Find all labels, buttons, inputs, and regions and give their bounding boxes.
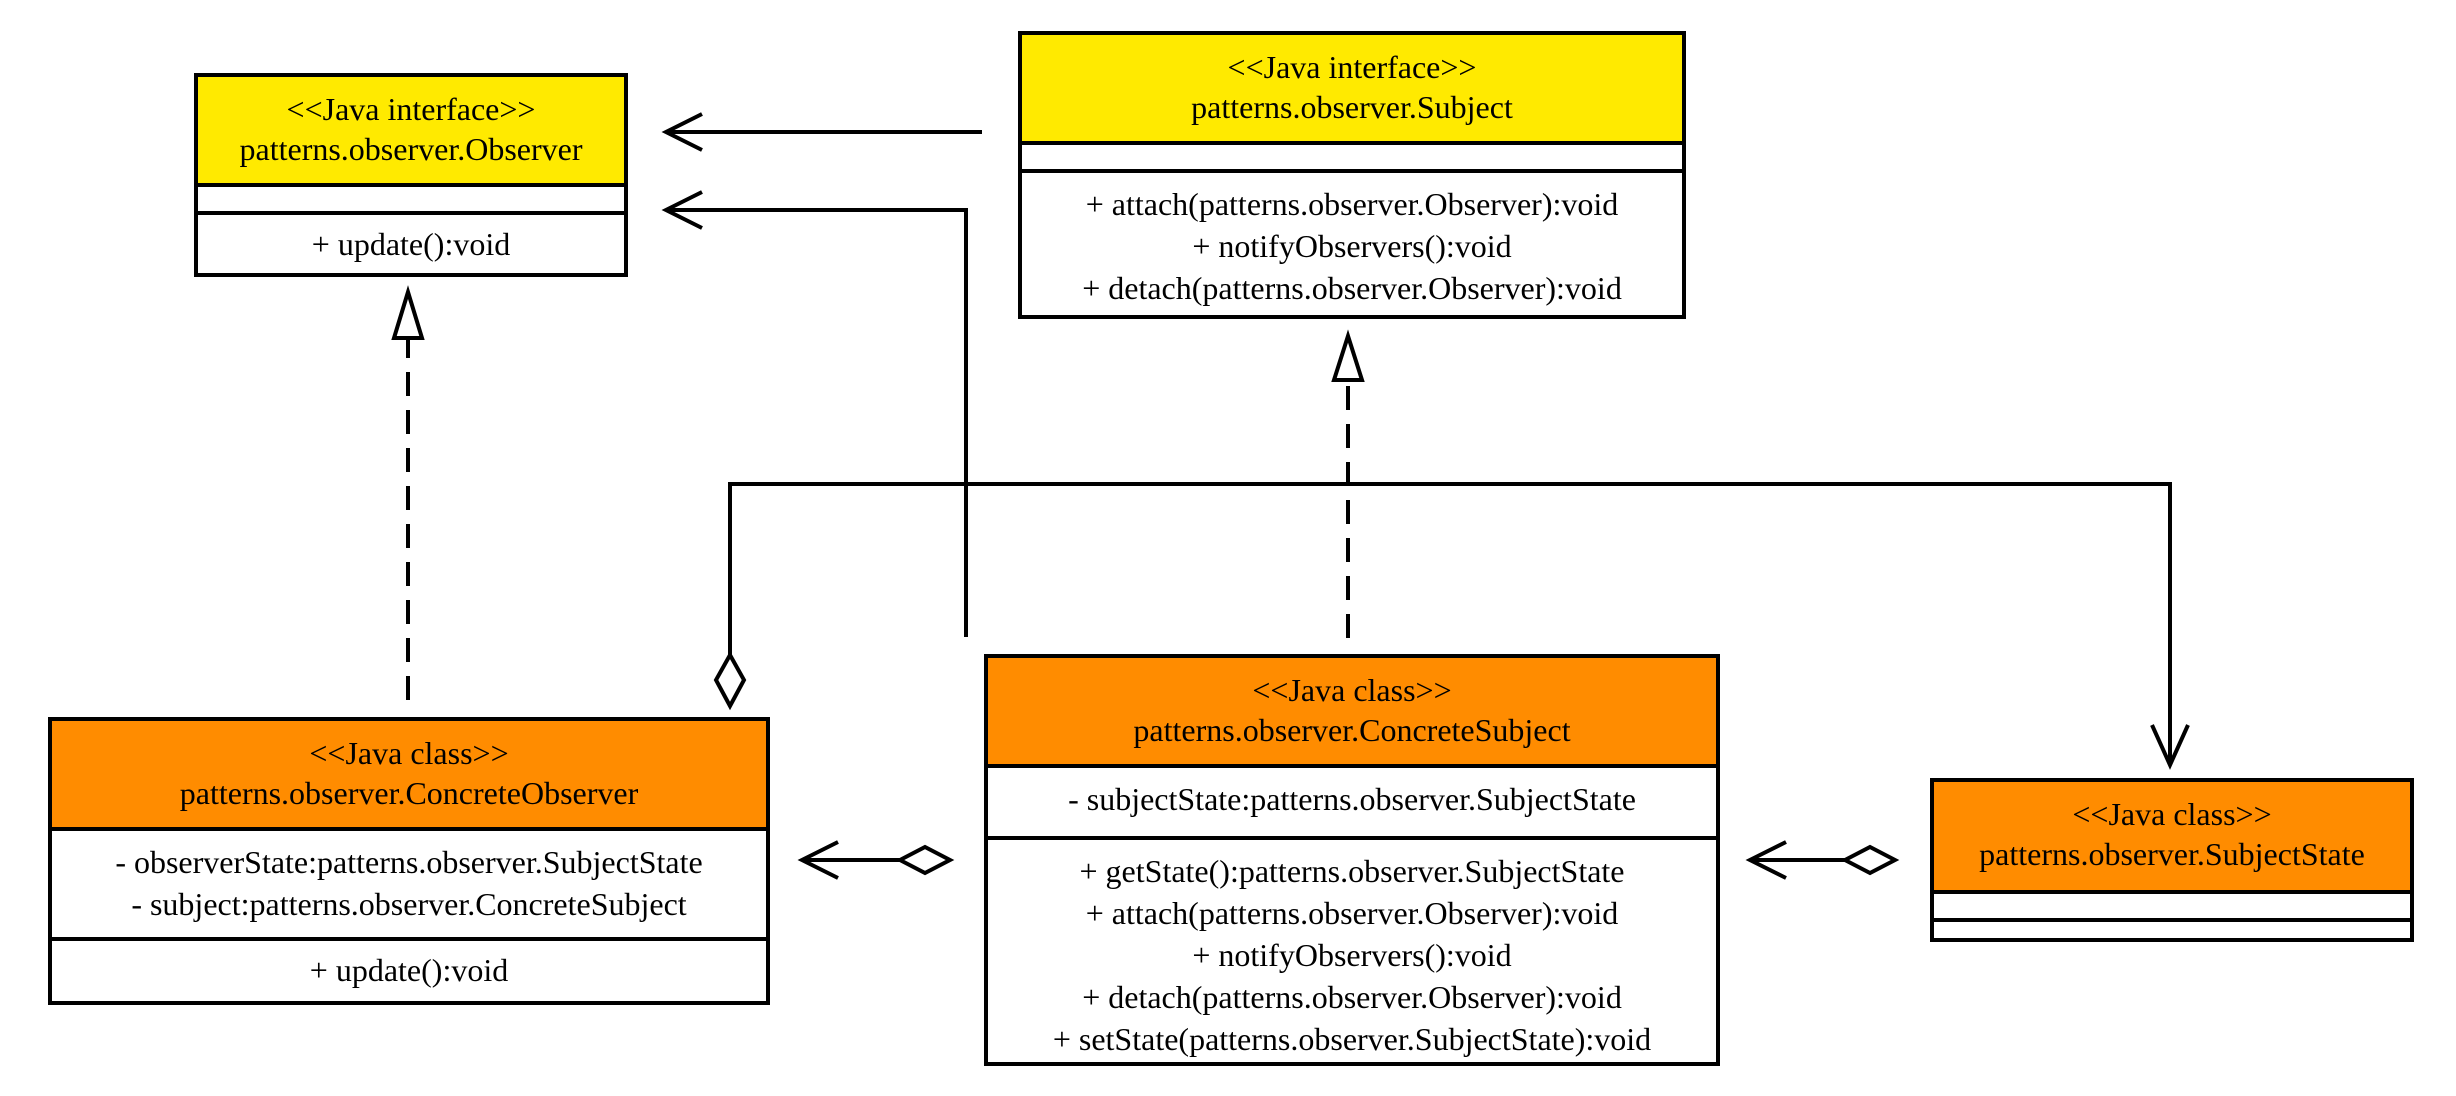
stereotype-label: <<Java interface>> [1227,49,1477,85]
class-name: patterns.observer.SubjectState [1979,836,2365,872]
method-attach: + attach(patterns.observer.Observer):voi… [1085,895,1619,931]
method-detach: + detach(patterns.observer.Observer):voi… [1082,270,1622,306]
method-set-state: + setState(patterns.observer.SubjectStat… [1052,1021,1652,1057]
methods-section: + attach(patterns.observer.Observer):voi… [1022,169,1682,309]
stereotype-label: <<Java class>> [1252,672,1452,708]
concrete-observer-header: <<Java class>> patterns.observer.Concret… [52,721,766,831]
stereotype-label: <<Java class>> [2072,796,2272,832]
observer-subjectstate-aggregation [713,482,2190,770]
subject-state-class-box[interactable]: <<Java class>> patterns.observer.Subject… [1930,778,2414,942]
stereotype-label: <<Java interface>> [286,91,536,127]
attributes-section [1022,145,1682,169]
class-name: patterns.observer.Observer [239,131,583,167]
class-name: patterns.observer.Subject [1191,89,1513,125]
method-update: + update():void [311,226,511,262]
observer-interface-box[interactable]: <<Java interface>> patterns.observer.Obs… [194,73,628,277]
concrete-subject-header: <<Java class>> patterns.observer.Concret… [988,658,1716,768]
attributes-section: - subjectState:patterns.observer.Subject… [988,768,1716,836]
concrete-observer-class-box[interactable]: <<Java class>> patterns.observer.Concret… [48,717,770,1005]
attributes-section: - observerState:patterns.observer.Subjec… [52,831,766,937]
methods-section [1934,918,2410,942]
method-get-state: + getState():patterns.observer.SubjectSt… [1079,853,1625,889]
attribute-subject: - subject:patterns.observer.ConcreteSubj… [131,886,687,922]
concretesubject-observer-association [661,190,968,637]
subject-interface-header: <<Java interface>> patterns.observer.Sub… [1022,35,1682,145]
subject-subjectstate-aggregation [1745,840,1900,880]
subject-observer-association [661,112,982,152]
observer-interface-header: <<Java interface>> patterns.observer.Obs… [198,77,624,187]
attribute-observer-state: - observerState:patterns.observer.Subjec… [115,844,703,880]
attribute-subject-state: - subjectState:patterns.observer.Subject… [1068,781,1636,817]
concrete-subject-class-box[interactable]: <<Java class>> patterns.observer.Concret… [984,654,1720,1066]
method-update: + update():void [309,952,509,988]
subject-interface-box[interactable]: <<Java interface>> patterns.observer.Sub… [1018,31,1686,319]
observer-concretesubject-aggregation [797,840,955,880]
method-notify-observers: + notifyObservers():void [1192,937,1512,973]
observer-realization [391,285,425,700]
methods-section: + getState():patterns.observer.SubjectSt… [988,836,1716,1060]
methods-section: + update():void [52,937,766,991]
attributes-section [1934,894,2410,918]
method-detach: + detach(patterns.observer.Observer):voi… [1082,979,1622,1015]
method-notify-observers: + notifyObservers():void [1192,228,1512,264]
subject-realization [1331,329,1365,638]
class-name: patterns.observer.ConcreteSubject [1133,712,1571,748]
stereotype-label: <<Java class>> [309,735,509,771]
methods-section: + update():void [198,211,624,265]
method-attach: + attach(patterns.observer.Observer):voi… [1085,186,1619,222]
subject-state-header: <<Java class>> patterns.observer.Subject… [1934,782,2410,894]
attributes-section [198,187,624,211]
class-name: patterns.observer.ConcreteObserver [179,775,639,811]
